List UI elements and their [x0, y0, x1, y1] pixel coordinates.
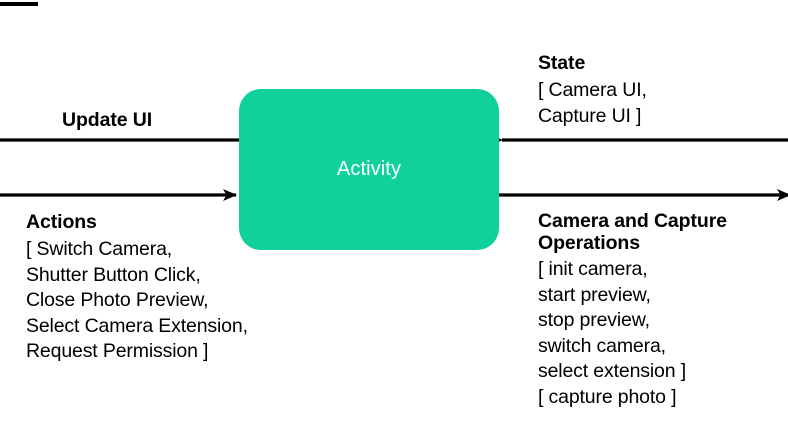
list-item: select extension ]	[538, 360, 686, 382]
list-item: Close Photo Preview,	[26, 289, 209, 311]
list-item: Select Camera Extension,	[26, 314, 248, 337]
block-state-title: State	[538, 52, 586, 74]
block-actions-title: Actions	[26, 211, 97, 233]
block-camera-operations-items: [ init camera, start preview, stop previ…	[538, 257, 727, 410]
edge-label-update-ui: Update UI	[62, 109, 153, 131]
block-actions: Actions [ Switch Camera, Shutter Button …	[26, 211, 248, 365]
node-activity-label: Activity	[336, 158, 402, 180]
block-camera-operations-title-line1: Camera and Capture	[538, 210, 727, 232]
list-item: Capture UI ]	[538, 104, 642, 127]
list-item: [ capture photo ]	[538, 385, 677, 408]
block-state: State [ Camera UI, Capture UI ]	[538, 52, 647, 129]
list-item: [ Camera UI,	[538, 79, 647, 101]
list-item: start preview,	[538, 283, 651, 306]
block-state-items: [ Camera UI, Capture UI ]	[538, 78, 647, 129]
block-camera-operations: Camera and Capture Operations [ init cam…	[538, 210, 727, 410]
list-item: [ Switch Camera,	[26, 238, 173, 260]
list-item: switch camera,	[538, 334, 666, 357]
list-item: Request Permission ]	[26, 340, 209, 362]
list-item: Shutter Button Click,	[26, 263, 201, 286]
block-actions-items: [ Switch Camera, Shutter Button Click, C…	[26, 237, 248, 365]
node-activity-box[interactable]	[239, 89, 499, 250]
block-camera-operations-title-line2: Operations	[538, 232, 640, 254]
list-item: stop preview,	[538, 309, 650, 331]
list-item: [ init camera,	[538, 258, 648, 280]
